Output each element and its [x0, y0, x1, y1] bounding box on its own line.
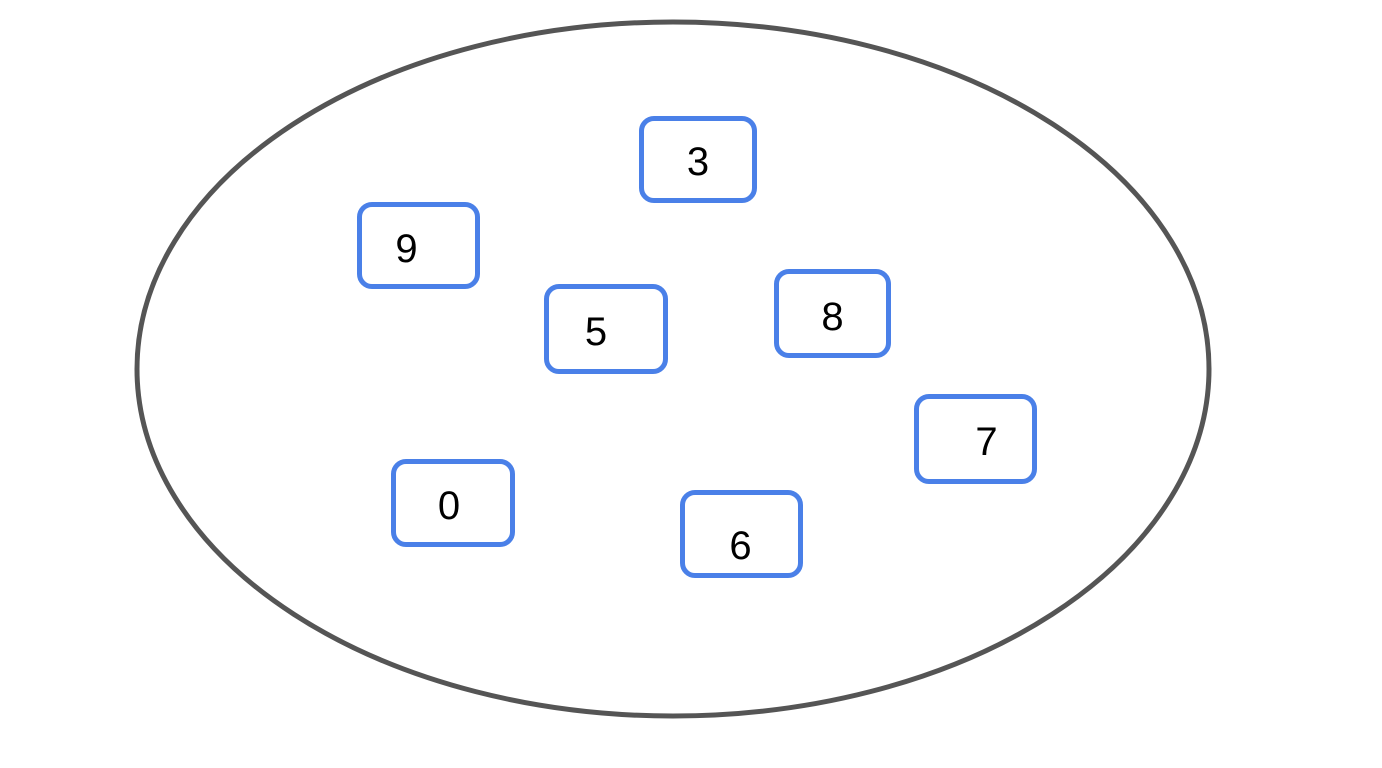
card-9[interactable]: 9 — [357, 202, 480, 289]
card-label: 8 — [821, 294, 844, 339]
card-3[interactable]: 3 — [639, 116, 757, 203]
card-5[interactable]: 5 — [544, 284, 668, 374]
card-label: 9 — [395, 226, 418, 271]
card-0[interactable]: 0 — [391, 459, 515, 547]
card-label: 6 — [729, 524, 752, 568]
card-label: 5 — [584, 310, 608, 354]
card-label: 7 — [975, 420, 998, 464]
card-6[interactable]: 6 — [680, 490, 803, 578]
card-label: 0 — [437, 484, 461, 528]
card-label: 3 — [686, 139, 710, 184]
card-8[interactable]: 8 — [774, 269, 891, 358]
card-7[interactable]: 7 — [914, 394, 1037, 484]
boundary-ellipse — [134, 19, 1212, 719]
